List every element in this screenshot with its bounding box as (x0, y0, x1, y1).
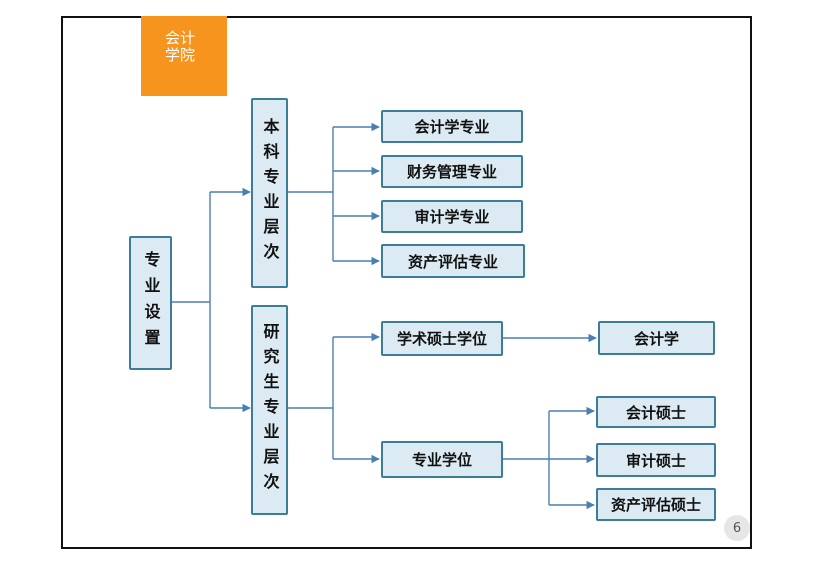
root-node: 专业设置 (129, 236, 172, 370)
major-accounting-node: 会计学专业 (381, 110, 523, 143)
professional-degree-label: 专业学位 (411, 451, 472, 469)
mv-node: 资产评估硕士 (596, 488, 716, 521)
professional-degree-node: 专业学位 (381, 441, 503, 478)
graduate-level-node: 研究生专业层次 (251, 305, 288, 515)
college-tag-line1: 会计 (165, 29, 196, 47)
major-asset-appraisal-node: 资产评估专业 (381, 244, 525, 278)
academic-accounting-label: 会计学 (633, 329, 679, 348)
undergrad-level-node: 本科专业层次 (251, 98, 288, 288)
major-finance-label: 财务管理专业 (406, 163, 497, 181)
major-accounting-label: 会计学专业 (414, 118, 490, 136)
maud-node: 审计硕士 (596, 443, 716, 477)
major-audit-label: 审计学专业 (414, 208, 490, 226)
major-asset-appraisal-label: 资产评估专业 (407, 252, 498, 271)
undergrad-level-label: 本科专业层次 (260, 118, 280, 268)
academic-accounting-node: 会计学 (598, 321, 715, 355)
mpacc-node: 会计硕士 (596, 396, 716, 428)
major-finance-node: 财务管理专业 (381, 155, 523, 188)
mpacc-label: 会计硕士 (625, 403, 686, 422)
maud-label: 审计硕士 (625, 451, 686, 470)
major-audit-node: 审计学专业 (381, 200, 523, 233)
college-tag: 会计 学院 (141, 16, 227, 96)
page-number: 6 (724, 515, 750, 541)
graduate-level-label: 研究生专业层次 (260, 322, 280, 498)
academic-master-label: 学术硕士学位 (396, 330, 487, 348)
root-node-label: 专业设置 (141, 251, 161, 355)
academic-master-node: 学术硕士学位 (381, 321, 503, 356)
mv-label: 资产评估硕士 (610, 496, 701, 514)
college-tag-line2: 学院 (165, 46, 196, 64)
